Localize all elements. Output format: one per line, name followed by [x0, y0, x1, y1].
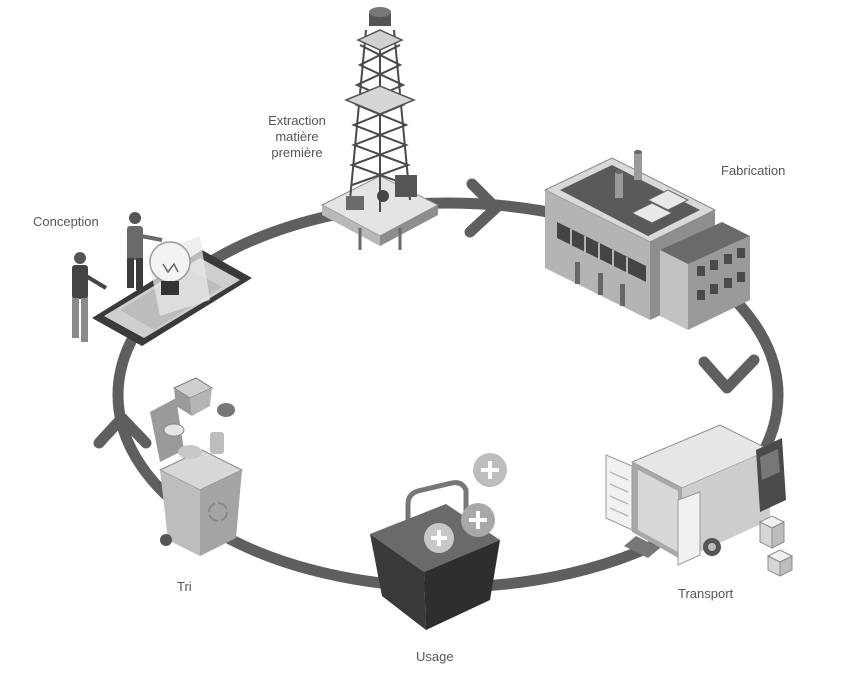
basket-icon	[370, 453, 507, 630]
oil-derrick-icon	[320, 7, 440, 250]
label-usage: Usage	[416, 649, 454, 664]
recycle-bin-icon	[150, 377, 244, 556]
label-extraction-line-3: première	[271, 145, 323, 160]
tablet-lightbulb-icon	[72, 212, 252, 346]
label-tri: Tri	[177, 579, 192, 594]
label-fabrication: Fabrication	[721, 163, 786, 178]
person-right	[127, 212, 163, 290]
label-extraction-line-1: Extraction	[268, 113, 326, 128]
cycle-arrow-top	[464, 178, 502, 238]
cycle-arrow-right	[698, 354, 760, 394]
label-extraction: Extraction matière première	[252, 113, 342, 161]
factory-icon	[543, 150, 750, 330]
label-transport: Transport	[678, 586, 734, 601]
person-left	[72, 252, 108, 342]
truck-icon	[605, 424, 794, 577]
label-extraction-line-2: matière	[275, 129, 319, 144]
cycle-arrow-left	[93, 412, 152, 449]
label-conception: Conception	[33, 214, 99, 229]
